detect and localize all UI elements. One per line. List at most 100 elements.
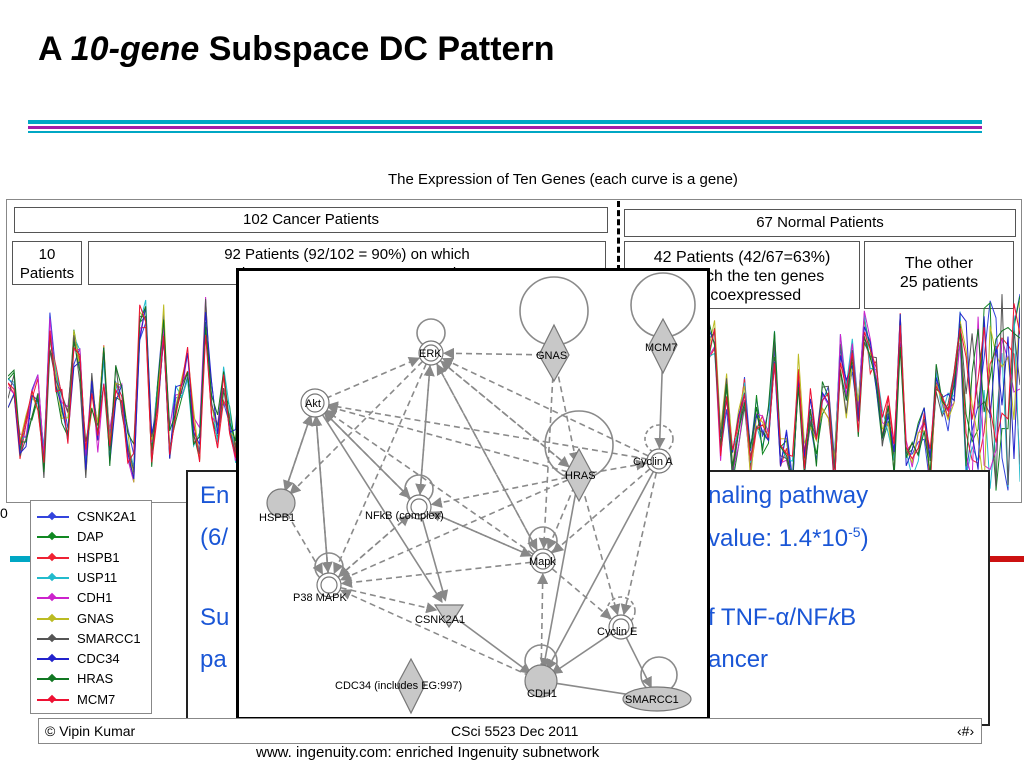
forty-two-line1: 42 Patients (42/67=63%) <box>653 249 831 266</box>
network-edge <box>581 486 621 616</box>
network-edge <box>283 414 312 492</box>
axis-zero-label: 0 <box>0 505 8 521</box>
cdc34-node <box>396 657 426 715</box>
other-line1: The other <box>904 255 974 272</box>
network-edge <box>546 471 655 671</box>
legend-marker <box>47 532 57 541</box>
blue-line2-right: value: 1.4*10-5) <box>708 524 869 553</box>
p38-label: P38 MAPK <box>293 592 347 604</box>
footer-author: © Vipin Kumar <box>45 723 136 739</box>
blue-line2-close: ) <box>860 525 869 552</box>
legend-item: CDH1 <box>31 588 151 608</box>
legend-marker <box>47 572 57 582</box>
network-edge <box>435 363 538 551</box>
smarcc1-node <box>622 686 692 712</box>
legend-label: USP11 <box>77 569 118 585</box>
legend-label: HRAS <box>77 671 114 687</box>
legend-label: CDC34 <box>77 651 120 667</box>
other-line2: 25 patients <box>899 274 979 291</box>
network-edge <box>286 512 324 575</box>
title-rule-cyan <box>28 120 982 124</box>
legend-label: CDH1 <box>77 590 113 606</box>
network-edge <box>551 568 612 620</box>
network-edge <box>340 561 532 588</box>
blue-line3-text: f TNF-α/NF <box>708 604 829 631</box>
akt-label: Akt <box>305 398 321 410</box>
footer-page-number: ‹#› <box>957 723 975 739</box>
ten-patients-box: 10 Patients <box>12 241 82 285</box>
network-edge <box>289 360 424 495</box>
legend-item: DAP <box>31 527 151 547</box>
network-edge <box>339 589 531 677</box>
network-edge <box>340 586 438 614</box>
cdh1-label: CDH1 <box>527 688 557 700</box>
legend-marker <box>47 552 57 561</box>
erk-label: ERK <box>419 348 442 360</box>
network-edge <box>546 485 576 551</box>
network-edge <box>439 360 570 468</box>
footer-course: CSci 5523 Dec 2011 <box>451 723 579 739</box>
ninety-two-line1: 92 Patients (92/102 = 90%) on which <box>224 246 470 263</box>
legend-item: CSNK2A1 <box>31 507 151 527</box>
figure-heading: The Expression of Ten Genes (each curve … <box>388 171 738 188</box>
network-edge <box>326 401 648 460</box>
legend-item: USP11 <box>31 568 151 588</box>
cdc34-label: CDC34 (includes EG:997) <box>335 680 462 692</box>
legend-marker <box>47 674 57 683</box>
network-svg: ERK GNAS MCM7 Akt HRAS Cyclin A HSPB1 NF… <box>259 272 696 715</box>
other-patients-box: The other 25 patients <box>864 241 1014 309</box>
akt-node-inner <box>305 393 325 413</box>
legend-marker <box>47 633 57 643</box>
network-edge <box>430 476 568 508</box>
title-italic: 10-gene <box>70 30 200 68</box>
network-edge <box>337 514 411 578</box>
blue-line3-italic: k <box>828 604 841 631</box>
network-edge <box>654 358 666 450</box>
right-accent-strip <box>990 556 1024 562</box>
forty-two-line3: are coexpressed <box>682 287 802 304</box>
title-prefix: A <box>38 30 71 68</box>
blue-line4-left: pa <box>200 646 227 673</box>
mcm7-node <box>648 317 678 375</box>
hspb1-node <box>266 488 296 518</box>
network-edge <box>322 410 411 499</box>
blue-line3-left: Su <box>200 604 230 631</box>
legend-item: SMARCC1 <box>31 629 151 649</box>
erk-node-inner <box>422 344 440 362</box>
group-separator <box>617 201 620 271</box>
network-edge <box>324 409 534 555</box>
legend-item: GNAS <box>31 609 151 629</box>
mapk-node-inner <box>534 552 552 570</box>
hspb1-label: HSPB1 <box>259 512 295 524</box>
slide-footer: © Vipin Kumar CSci 5523 Dec 2011 ‹#› <box>38 718 982 744</box>
cyclina-node-inner <box>650 452 668 470</box>
legend-marker <box>47 592 57 602</box>
cycline-node-inner <box>612 618 630 636</box>
network-edge <box>458 619 532 674</box>
legend-item: HRAS <box>31 669 151 689</box>
network-edge <box>625 637 652 689</box>
blue-line2-text: value: 1.4*10 <box>708 525 849 552</box>
legend-marker <box>47 653 57 663</box>
legend-marker <box>47 694 57 703</box>
cdh1-node <box>524 664 558 698</box>
network-edge <box>551 468 651 554</box>
nfkb-label: NFkB (complex) <box>365 510 444 522</box>
network-edge <box>550 633 612 675</box>
legend-label: MCM7 <box>77 691 116 707</box>
p38-node-inner <box>320 576 338 594</box>
network-edge <box>538 366 555 550</box>
normal-patients-label: 67 Normal Patients <box>624 209 1016 237</box>
legend-item: CDC34 <box>31 649 151 669</box>
network-edge <box>325 356 421 399</box>
network-edge <box>429 511 533 557</box>
network-edge <box>429 511 533 557</box>
cyclina-label: Cyclin A <box>633 456 673 468</box>
blue-line1-left: En <box>200 482 230 509</box>
title-suffix: Subspace DC Pattern <box>199 30 555 68</box>
legend-item: MCM7 <box>31 690 151 710</box>
cycline-label: Cyclin E <box>597 626 637 638</box>
title-rule-cyan-2 <box>28 131 982 133</box>
gnas-node <box>538 323 570 383</box>
legend-label: CSNK2A1 <box>77 509 137 524</box>
